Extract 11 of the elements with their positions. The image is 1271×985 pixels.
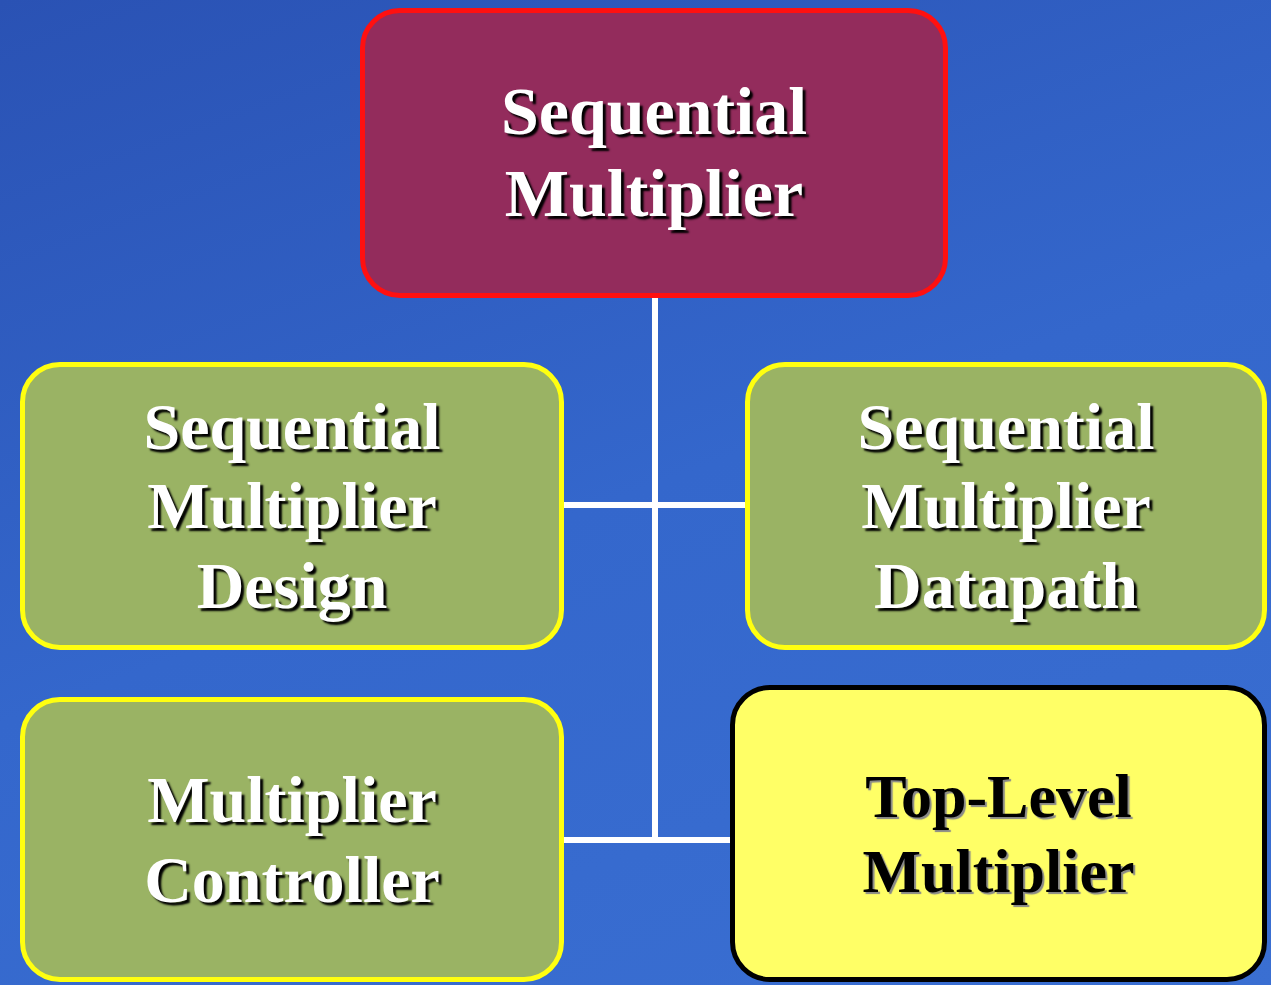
rounded-box	[745, 362, 1267, 650]
box-label: Sequential Multiplier Datapath	[856, 389, 1156, 624]
rounded-box	[730, 685, 1267, 982]
rounded-box	[360, 8, 948, 298]
connector-line	[652, 298, 730, 843]
rounded-box	[20, 697, 564, 982]
box-label: Multiplier Controller	[143, 762, 441, 918]
box-label: Sequential Multiplier Design	[142, 389, 442, 624]
box-label: Sequential Multiplier	[499, 72, 809, 233]
rounded-box	[20, 362, 564, 650]
box-label: Top-Level Multiplier	[861, 761, 1136, 907]
